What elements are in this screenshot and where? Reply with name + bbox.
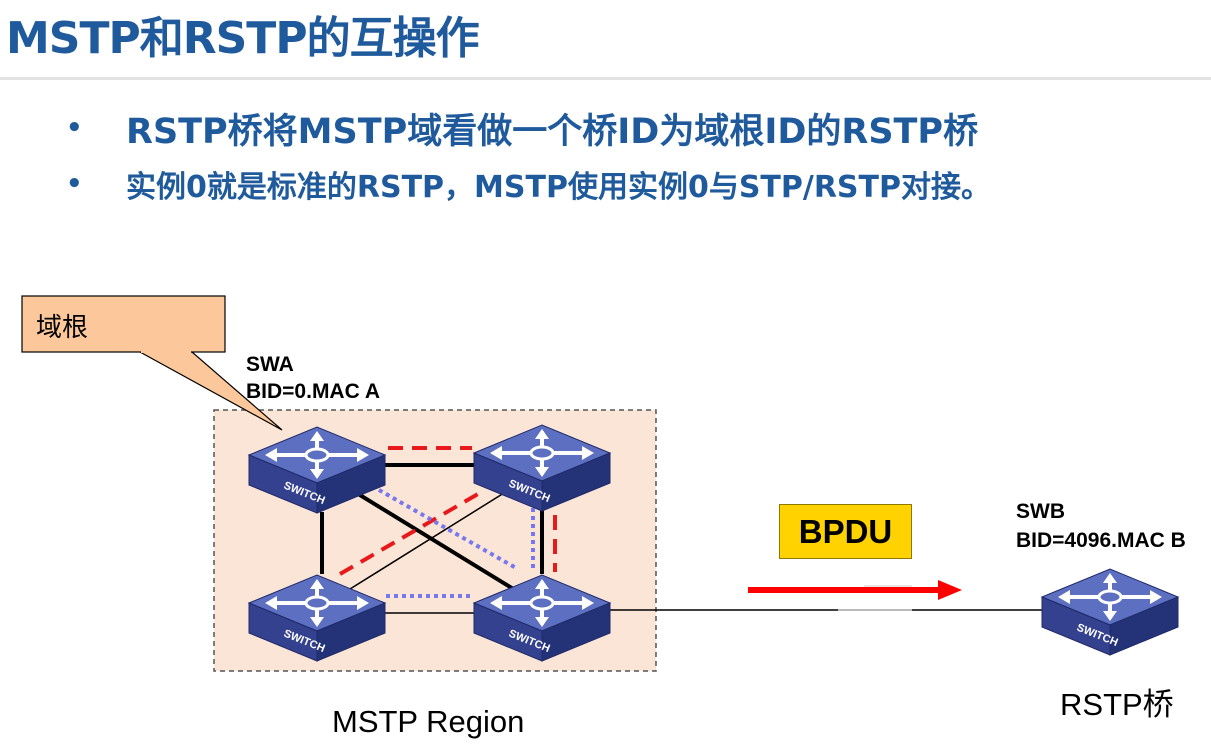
bullet-item: • 实例0就是标准的RSTP，MSTP使用实例0与STP/RSTP对接。 xyxy=(66,156,991,212)
swa-name: SWA xyxy=(246,353,294,376)
switch-swb: SWITCH xyxy=(1040,567,1180,657)
callout-box xyxy=(21,295,226,353)
link-sw3-sw2 xyxy=(341,487,513,595)
bullet-text: 实例0就是标准的RSTP，MSTP使用实例0与STP/RSTP对接。 xyxy=(126,170,991,205)
bpdu-label-box: BPDU xyxy=(779,504,912,559)
bpdu-label: BPDU xyxy=(798,512,893,550)
swb-bid: BID=4096.MAC B xyxy=(1016,529,1186,552)
instance-link-red xyxy=(338,492,480,576)
region-label: MSTP Region xyxy=(332,704,525,739)
bullet-dot: • xyxy=(66,169,83,199)
link-swa-sw4 xyxy=(353,490,517,592)
bpdu-arrow-head xyxy=(938,580,962,600)
instance-link-blue xyxy=(371,484,517,570)
bullet-text: RSTP桥将MSTP域看做一个桥ID为域根ID的RSTP桥 xyxy=(126,111,979,152)
page-title: MSTP和RSTP的互操作 xyxy=(6,13,480,64)
bullet-list: • RSTP桥将MSTP域看做一个桥ID为域根ID的RSTP桥 • 实例0就是标… xyxy=(66,100,991,212)
callout-label: 域根 xyxy=(36,313,89,343)
rstp-bridge-label: RSTP桥 xyxy=(1060,687,1174,722)
swb-name: SWB xyxy=(1016,500,1065,523)
swa-bid: BID=0.MAC A xyxy=(246,380,380,403)
bullet-item: • RSTP桥将MSTP域看做一个桥ID为域根ID的RSTP桥 xyxy=(66,100,991,156)
title-divider xyxy=(0,77,1211,80)
bullet-dot: • xyxy=(66,113,83,143)
